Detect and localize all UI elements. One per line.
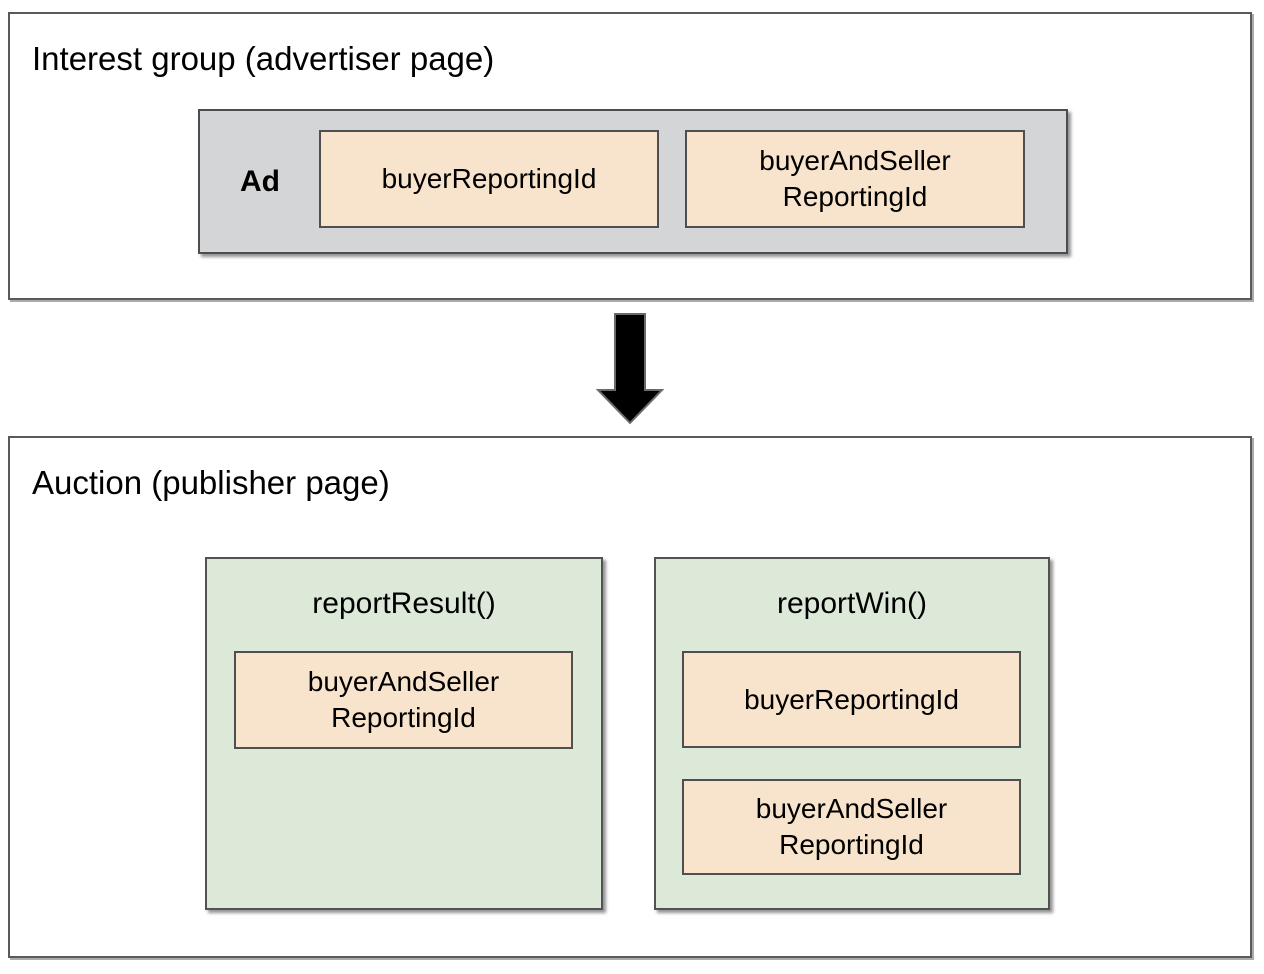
report-result-title: reportResult() bbox=[312, 587, 496, 620]
report-result-box: reportResult() buyerAndSeller ReportingI… bbox=[205, 557, 603, 910]
buyer-and-seller-reporting-id-chip: buyerAndSeller ReportingId bbox=[685, 130, 1025, 228]
ad-container: Ad buyerReportingId buyerAndSeller Repor… bbox=[198, 109, 1068, 254]
auction-title: Auction (publisher page) bbox=[32, 464, 390, 501]
report-win-box: reportWin() buyerReportingId buyerAndSel… bbox=[654, 557, 1050, 910]
down-arrow-icon bbox=[595, 313, 665, 425]
interest-group-title: Interest group (advertiser page) bbox=[32, 40, 495, 77]
buyer-reporting-id-chip: buyerReportingId bbox=[682, 651, 1021, 748]
buyer-and-seller-reporting-id-chip: buyerAndSeller ReportingId bbox=[682, 779, 1021, 875]
buyer-and-seller-reporting-id-chip: buyerAndSeller ReportingId bbox=[234, 651, 573, 749]
interest-group-panel: Interest group (advertiser page) Ad buye… bbox=[8, 12, 1252, 300]
auction-panel: Auction (publisher page) reportResult() … bbox=[8, 436, 1252, 958]
buyer-reporting-id-chip: buyerReportingId bbox=[319, 130, 659, 228]
report-win-title: reportWin() bbox=[776, 587, 927, 620]
ad-label: Ad bbox=[240, 164, 280, 198]
